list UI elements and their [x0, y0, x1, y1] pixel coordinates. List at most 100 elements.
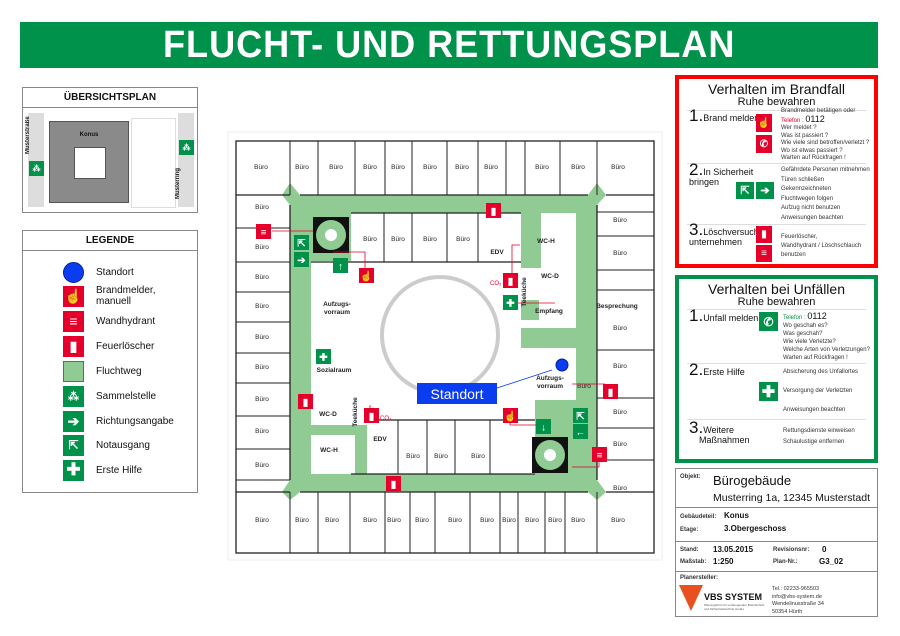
fire-alarm-icon: ☝ — [63, 285, 84, 307]
field-label: Revisionsnr: — [773, 547, 810, 553]
overview-title: ÜBERSICHTSPLAN — [23, 88, 197, 108]
emergency-exit-icon: ⇱ — [736, 182, 754, 199]
room-label-buero: Büro — [387, 517, 401, 524]
accident-step-1: 1.Unfall melden — [689, 307, 759, 324]
room-label-buero: Büro — [434, 453, 448, 460]
legend-item: ⁂ Sammelstelle — [63, 385, 156, 407]
legend-label: Feuerlöscher — [96, 340, 155, 352]
step-label: Brand melden — [703, 113, 760, 123]
room-label-buero: Büro — [613, 409, 627, 416]
legend-title: LEGENDE — [23, 231, 197, 251]
question-list: Wer meldet ?Was ist passiert ?Wie viele … — [781, 125, 869, 163]
room-label-bespr: Besprechung — [596, 303, 638, 310]
emergency-phone-icon: ✆ — [759, 312, 778, 331]
street-right — [178, 113, 194, 207]
room-label-buero: Büro — [480, 517, 494, 524]
instruction: Fluchtwegen folgen — [781, 195, 834, 202]
accident-step-2: 2.Erste Hilfe — [689, 361, 745, 378]
fire-extinguisher-icon: ▮ — [503, 273, 518, 288]
room-label-buero: Büro — [571, 164, 585, 171]
room-label-buero: Büro — [255, 204, 269, 211]
accident-panel-subtitle: Ruhe bewahren — [737, 296, 816, 308]
divider — [687, 110, 866, 111]
standort-label-box — [417, 383, 497, 404]
room-label-aufz1: Aufzugs- — [323, 301, 351, 308]
room-label-wch: WC-H — [320, 447, 338, 454]
fire-alarm-icon: ☝ — [756, 114, 772, 132]
room-label-buero: Büro — [613, 217, 627, 224]
instruction: Rettungsdienste einweisen — [783, 428, 855, 434]
room-label-edv: EDV — [373, 436, 387, 443]
first-aid-icon: ✚ — [316, 349, 331, 364]
legend-label: Erste Hilfe — [96, 464, 143, 476]
legend-item: ☝Brandmelder, manuell — [63, 285, 156, 307]
room-label-sozial: Sozialraum — [317, 367, 352, 374]
room-label-wcd: WC-D — [319, 411, 337, 418]
co2-label: CO₂ — [380, 416, 392, 422]
room-label-buero: Büro — [471, 453, 485, 460]
legend-label: Sammelstelle — [96, 390, 157, 402]
svg-text:✚: ✚ — [319, 353, 328, 364]
svg-text:≡: ≡ — [261, 228, 267, 239]
field-label: Planersteller: — [680, 575, 719, 581]
room-label-buero: Büro — [548, 517, 562, 524]
legend-item: ≡Wandhydrant — [63, 310, 155, 332]
question: Wie viele sind betroffen/verletzt ? — [781, 140, 870, 146]
question: Welche Arten von Verletzungen? — [783, 347, 870, 353]
overview-plan: ÜBERSICHTSPLAN Musterstraße ⁂ Konus Must… — [22, 87, 198, 213]
fire-instructions-panel: Verhalten im Brandfall Ruhe bewahren 1.B… — [675, 75, 878, 268]
fire-extinguisher-icon: ▮ — [298, 394, 313, 409]
room-label-buero: Büro — [391, 164, 405, 171]
assembly-point-icon: ⁂ — [29, 161, 44, 176]
room-label-buero: Büro — [363, 517, 377, 524]
step-label: Unfall melden — [703, 313, 759, 323]
svg-text:▮: ▮ — [608, 388, 614, 399]
room-label-buero: Büro — [295, 517, 309, 524]
room-label-wch: WC-H — [537, 238, 555, 245]
svg-text:⇱: ⇱ — [576, 412, 585, 423]
room-label-buero: Büro — [255, 428, 269, 435]
object-address: Musterring 1a, 12345 Musterstadt — [713, 492, 870, 504]
instruction: Anweisungen beachten — [781, 214, 844, 221]
location-dot-icon — [63, 261, 84, 283]
room-label-buero: Büro — [525, 517, 539, 524]
divider — [687, 163, 866, 164]
step-label: Weitere — [703, 425, 735, 435]
step-number: 1. — [689, 106, 704, 125]
fire-extinguisher-icon: ▮ — [486, 203, 501, 218]
instruction-list: Feuerlöscher,Wandhydrant / Löschschlauch… — [781, 233, 861, 260]
room-label-buero: Büro — [254, 164, 268, 171]
emergency-exit-icon: ⇱ — [294, 235, 309, 250]
svg-text:☝: ☝ — [504, 410, 516, 423]
direction-arrow-icon: ➔ — [294, 252, 309, 267]
svg-text:☝: ☝ — [360, 270, 372, 283]
field-label: Maßstab: — [680, 559, 707, 565]
fire-extinguisher-icon: ▮ — [386, 476, 401, 491]
question: Wo ist etwas passiert ? — [781, 147, 843, 154]
plan-title: FLUCHT- UND RETTUNGSPLAN — [20, 22, 878, 68]
legend-item: ⇱Notausgang — [63, 434, 150, 456]
room-label-edv: EDV — [490, 249, 504, 256]
step-label: unternehmen — [689, 237, 743, 247]
wall-hydrant-icon: ≡ — [63, 310, 84, 332]
svg-text:▮: ▮ — [303, 398, 309, 409]
svg-text:⇱: ⇱ — [297, 239, 306, 250]
room-label-buero: Büro — [456, 236, 470, 243]
assembly-point-icon: ⁂ — [63, 385, 84, 407]
instruction: Absicherung des Unfallortes — [783, 369, 859, 375]
instruction: Anweisungen beachten — [783, 407, 846, 413]
direction-arrow-icon: ↓ — [536, 419, 551, 434]
svg-text:▮: ▮ — [508, 277, 514, 288]
building-part: Konus — [724, 511, 749, 520]
room-label-buero: Büro — [535, 164, 549, 171]
room-label-buero: Büro — [255, 244, 269, 251]
step-number: 2. — [689, 160, 704, 179]
question: Warten auf Rückfragen ! — [783, 355, 848, 361]
fire-extinguisher-icon: ▮ — [364, 408, 379, 423]
field-label: Gebäudeteil: — [680, 514, 717, 520]
step-label: Löschversuch — [703, 227, 759, 237]
legend: LEGENDE Standort ☝Brandmelder, manuell ≡… — [22, 230, 198, 493]
